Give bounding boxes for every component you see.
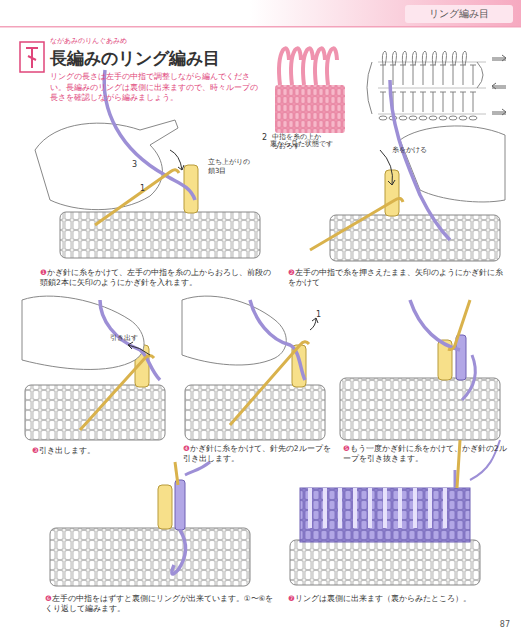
- callout-text: 引き出す: [110, 334, 150, 343]
- header-rule: [0, 26, 521, 28]
- callout-number: 1: [140, 184, 150, 195]
- callout-text: 糸をかける: [392, 146, 452, 155]
- section-tab: リング編み目: [405, 5, 513, 23]
- step-caption: ❻左手の中指をはずすと裏側にリングが出来ています。①〜⑥をくり返して編みます。: [45, 594, 277, 615]
- stitch-chart: [367, 51, 486, 120]
- step2-illustration: [310, 80, 505, 261]
- callout-number: 2: [262, 133, 272, 144]
- callout-number: 3: [132, 160, 142, 171]
- step-caption: ❸引き出します。: [32, 446, 172, 456]
- stitch-icon: [20, 42, 44, 72]
- ruby-text: ながあみのりんぐあみめ: [50, 37, 200, 46]
- stitch-icon-symbol: [26, 48, 38, 68]
- step-caption: ❼リングは裏側に出来ます（裏からみたところ）。: [288, 594, 508, 604]
- header-band: [250, 0, 521, 26]
- photo: [268, 40, 348, 136]
- step6-illustration: [50, 462, 250, 586]
- callout-number: 1: [316, 310, 326, 321]
- step-caption: ❺もう一度かぎ針に糸をかけて、かぎ針の2ループを引き抜きます。: [343, 444, 508, 465]
- step-caption: ❶かぎ針に糸をかけて、左手の中指を糸の上からおろし、前段の頭鎖2本に矢印のように…: [40, 268, 272, 289]
- row-arrows: [492, 55, 506, 115]
- callout-text: 中指を糸の上からおろす: [272, 133, 327, 152]
- step-caption: ❹かぎ針に糸をかけて、針先の2ループを引き出します。: [183, 444, 333, 465]
- page-number: 87: [480, 620, 510, 631]
- step4-illustration: [182, 296, 325, 440]
- page-title: 長編みのリング編み目: [50, 47, 220, 70]
- intro-text: リングの長さは左手の中指で調整しながら編んでください。長編みのリングは裏側に出来…: [50, 72, 262, 104]
- step-caption: ❷左手の中指で糸を押さえたまま、矢印のようにかぎ針に糸をかけて: [288, 268, 508, 289]
- step3-illustration: [22, 296, 165, 440]
- step5-illustration: [340, 300, 500, 440]
- callout-text: 立ち上がりの鎖3目: [208, 158, 254, 177]
- tab-label: リング編み目: [429, 7, 489, 21]
